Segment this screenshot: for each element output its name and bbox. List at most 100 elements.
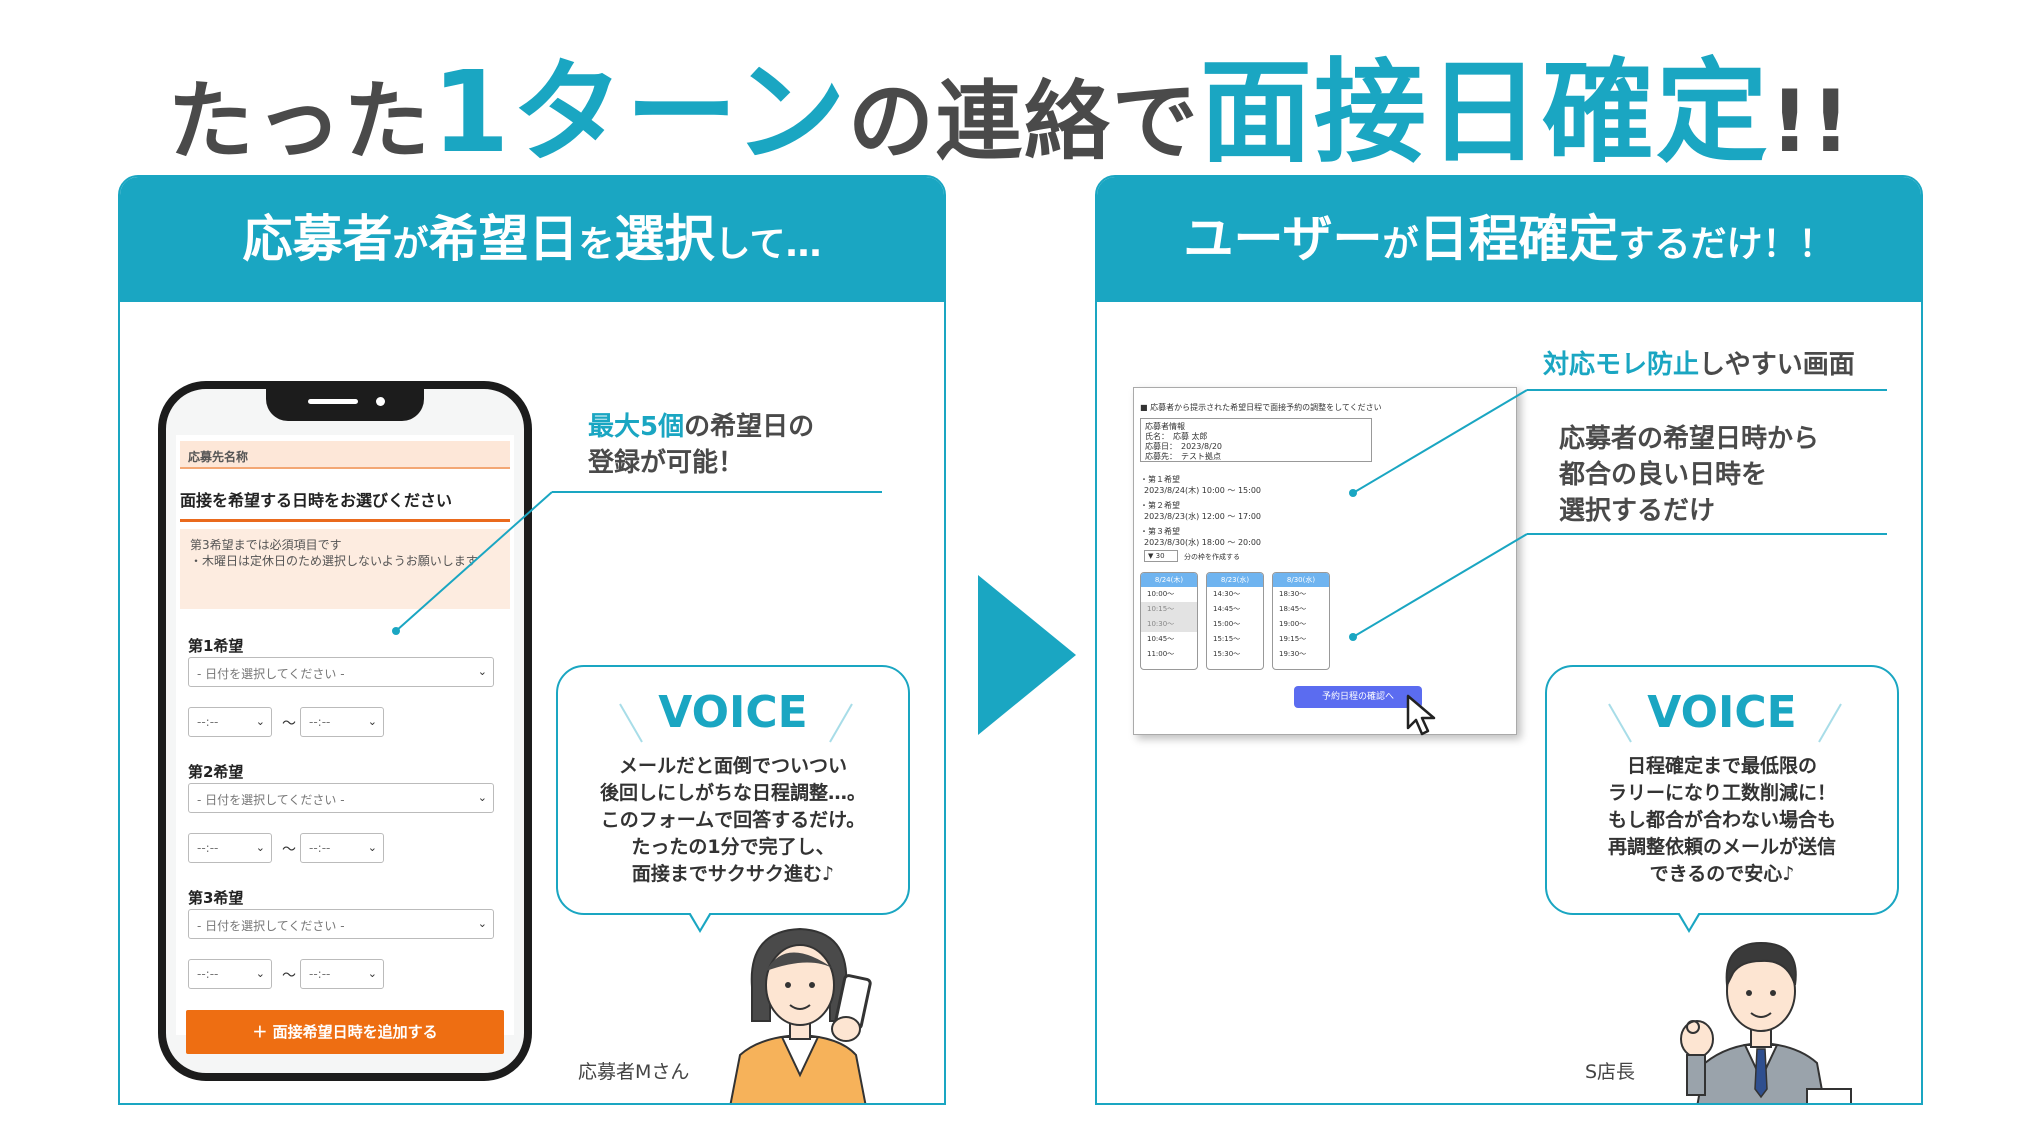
applicant-panel: 応募者が希望日を選択して… 応募先名称 面接を希望する日時をお選びください 第3… — [118, 175, 946, 1105]
choice-3-label: 第3希望 — [188, 889, 244, 907]
timeslot-option[interactable]: 15:30〜 — [1213, 650, 1241, 658]
voice-line: 後回しにしがちな日程調整…。 — [599, 782, 866, 804]
chevron-down-icon: ⌄ — [255, 967, 265, 980]
choice-2-label: 第2希望 — [188, 763, 244, 781]
chevron-down-icon: ⌄ — [367, 715, 377, 728]
header-word: するだけ！！ — [1618, 224, 1835, 265]
voice-title: VOICE — [1647, 687, 1797, 738]
timeslot-option[interactable]: 15:15〜 — [1213, 635, 1241, 643]
applicant-voice-bubble: VOICE メールだと面倒でついつい 後回しにしがちな日程調整…。 このフォーム… — [556, 665, 910, 933]
pref3-value: 2023/8/30(水) 18:00 ～ 20:00 — [1144, 538, 1261, 547]
select-placeholder: - 日付を選択してください - — [197, 919, 345, 933]
time-placeholder: --:-- — [309, 841, 331, 855]
applicant-woman-illustration — [729, 927, 872, 1103]
chevron-down-icon: ⌄ — [477, 917, 487, 930]
flow-arrow-icon — [978, 575, 1076, 735]
info-line: 応募者情報 — [1145, 422, 1185, 431]
manager-man-illustration — [1680, 941, 1852, 1103]
time-placeholder: --:-- — [197, 715, 219, 729]
duration-value: 30 — [1155, 552, 1165, 560]
choice-2-date-select[interactable]: - 日付を選択してください -⌄ — [188, 783, 494, 813]
header-word: して… — [714, 224, 822, 265]
prevent-miss-callout: 対応モレ防止しやすい画面 — [1543, 347, 1855, 383]
callout-text: 都合の良い日時を — [1559, 460, 1768, 490]
phone-screen: 応募先名称 面接を希望する日時をお選びください 第3希望までは必須項目です ・木… — [176, 435, 514, 1054]
timeslot-option[interactable]: 10:00〜 — [1147, 590, 1175, 598]
callout-underline — [1527, 533, 1887, 535]
callout-text: 登録が可能！ — [588, 448, 745, 478]
timeslot-option[interactable]: 11:00〜 — [1147, 650, 1175, 658]
note-line: 第3希望までは必須項目です — [190, 538, 342, 552]
voice-text: メールだと面倒でついつい 後回しにしがちな日程調整…。 このフォームで回答するだ… — [558, 753, 908, 888]
header-word: 希望日 — [428, 210, 579, 268]
header-word: ユーザー — [1183, 210, 1383, 268]
headline-part3: の連絡で — [847, 72, 1200, 172]
choice-3-date-select[interactable]: - 日付を選択してください - ⌄ — [188, 909, 494, 939]
choice-1-time-to[interactable]: --:--⌄ — [300, 707, 384, 737]
applicant-info-box: 応募者情報 氏名： 応募 太郎 応募日： 2023/8/20 応募先： テスト拠… — [1140, 418, 1372, 462]
choice-3-time-from[interactable]: --:--⌄ — [188, 959, 272, 989]
user-panel: ユーザーが日程確定するだけ！！ 対応モレ防止しやすい画面 応募者の希望日時から … — [1095, 175, 1923, 1105]
tilde: 〜 — [282, 716, 296, 732]
timeslot-option[interactable]: 10:15〜 — [1141, 602, 1197, 617]
voice-line: このフォームで回答するだけ。 — [600, 809, 866, 831]
timeslot-option[interactable]: 19:15〜 — [1279, 635, 1307, 643]
callout-pointer — [392, 491, 553, 635]
duration-select[interactable]: ▼ 30 — [1144, 550, 1178, 562]
headline-part2: 1ターン — [431, 48, 848, 178]
timeslot-option[interactable]: 19:00〜 — [1279, 620, 1307, 628]
callout-pointers — [1349, 389, 1528, 641]
callout-text: 応募者の希望日時から — [1559, 424, 1820, 454]
timeslot-option[interactable]: 18:45〜 — [1279, 605, 1307, 613]
choice-1-time-from[interactable]: --:--⌄ — [188, 707, 272, 737]
info-line: 応募日： 2023/8/20 — [1145, 442, 1223, 451]
bubble-tail — [1679, 912, 1699, 929]
header-word: が — [392, 224, 429, 265]
max-dates-callout: 最大5個の希望日の 登録が可能！ — [588, 409, 814, 481]
header-word: 日程確定 — [1418, 210, 1619, 268]
timeslot-option[interactable]: 10:30〜 — [1141, 617, 1197, 632]
applicant-panel-header: 応募者が希望日を選択して… — [120, 177, 944, 302]
voice-line: もし都合が合わない場合も — [1607, 809, 1836, 831]
headline-part5: !! — [1769, 72, 1853, 172]
callout-highlight: 最大5個 — [588, 412, 685, 442]
tilde: 〜 — [282, 842, 296, 858]
info-line: 応募先： テスト拠点 — [1145, 452, 1221, 461]
timeslot-option[interactable]: 14:45〜 — [1213, 605, 1241, 613]
select-placeholder: - 日付を選択してください - — [197, 667, 345, 681]
voice-line: できるので安心♪ — [1649, 863, 1795, 885]
timeslot-option[interactable]: 14:30〜 — [1213, 590, 1241, 598]
pref2-label: ・第２希望 — [1140, 501, 1180, 510]
choice-2-time-to[interactable]: --:--⌄ — [300, 833, 384, 863]
header-word: が — [1382, 224, 1419, 265]
timeslot-column: 8/23(水) 14:30〜 14:45〜 15:00〜 15:15〜 15:3… — [1206, 572, 1264, 670]
callout-underline — [552, 491, 882, 493]
form-note: 第3希望までは必須項目です ・木曜日は定休日のため選択しないようお願いします — [180, 529, 510, 609]
pref3-label: ・第３希望 — [1140, 527, 1180, 536]
add-preferred-date-button[interactable]: ＋ 面接希望日時を追加する — [186, 1010, 504, 1054]
column-header: 8/23(水) — [1207, 573, 1263, 587]
mouse-cursor-icon — [1406, 694, 1436, 736]
timeslot-option[interactable]: 10:45〜 — [1147, 635, 1175, 643]
choice-3-time-to[interactable]: --:--⌄ — [300, 959, 384, 989]
form-title: 面接を希望する日時をお選びください — [180, 487, 510, 522]
timeslot-option[interactable]: 15:00〜 — [1213, 620, 1241, 628]
confirm-schedule-button[interactable]: 予約日程の確認へ — [1294, 686, 1422, 708]
chevron-down-icon: ⌄ — [255, 841, 265, 854]
choice-2-time-from[interactable]: --:-- ⌄ — [188, 833, 272, 863]
pref1-value: 2023/8/24(木) 10:00 ～ 15:00 — [1144, 486, 1261, 495]
choice-1-label: 第1希望 — [188, 637, 244, 655]
tilde: 〜 — [282, 968, 296, 984]
header-word: 選択 — [614, 210, 715, 268]
chevron-down-icon: ⌄ — [477, 791, 487, 804]
choice-1-date-select[interactable]: - 日付を選択してください -⌄ — [188, 657, 494, 687]
time-placeholder: --:-- — [197, 841, 219, 855]
timeslot-column: 8/30(水) 18:30〜 18:45〜 19:00〜 19:15〜 19:3… — [1272, 572, 1330, 670]
timeslot-option[interactable]: 18:30〜 — [1279, 590, 1307, 598]
schedule-confirm-screenshot: ■ 応募者から提示された希望日程で面接予約の調整をしてください 応募者情報 氏名… — [1133, 387, 1517, 736]
column-header: 8/24(木) — [1141, 573, 1197, 587]
timeslot-option[interactable]: 19:30〜 — [1279, 650, 1307, 658]
manager-voice-bubble: VOICE 日程確定まで最低限の ラリーになり工数削減に！ もし都合が合わない場… — [1545, 665, 1899, 933]
pref1-label: ・第１希望 — [1140, 475, 1180, 484]
phone-notch — [266, 389, 424, 421]
